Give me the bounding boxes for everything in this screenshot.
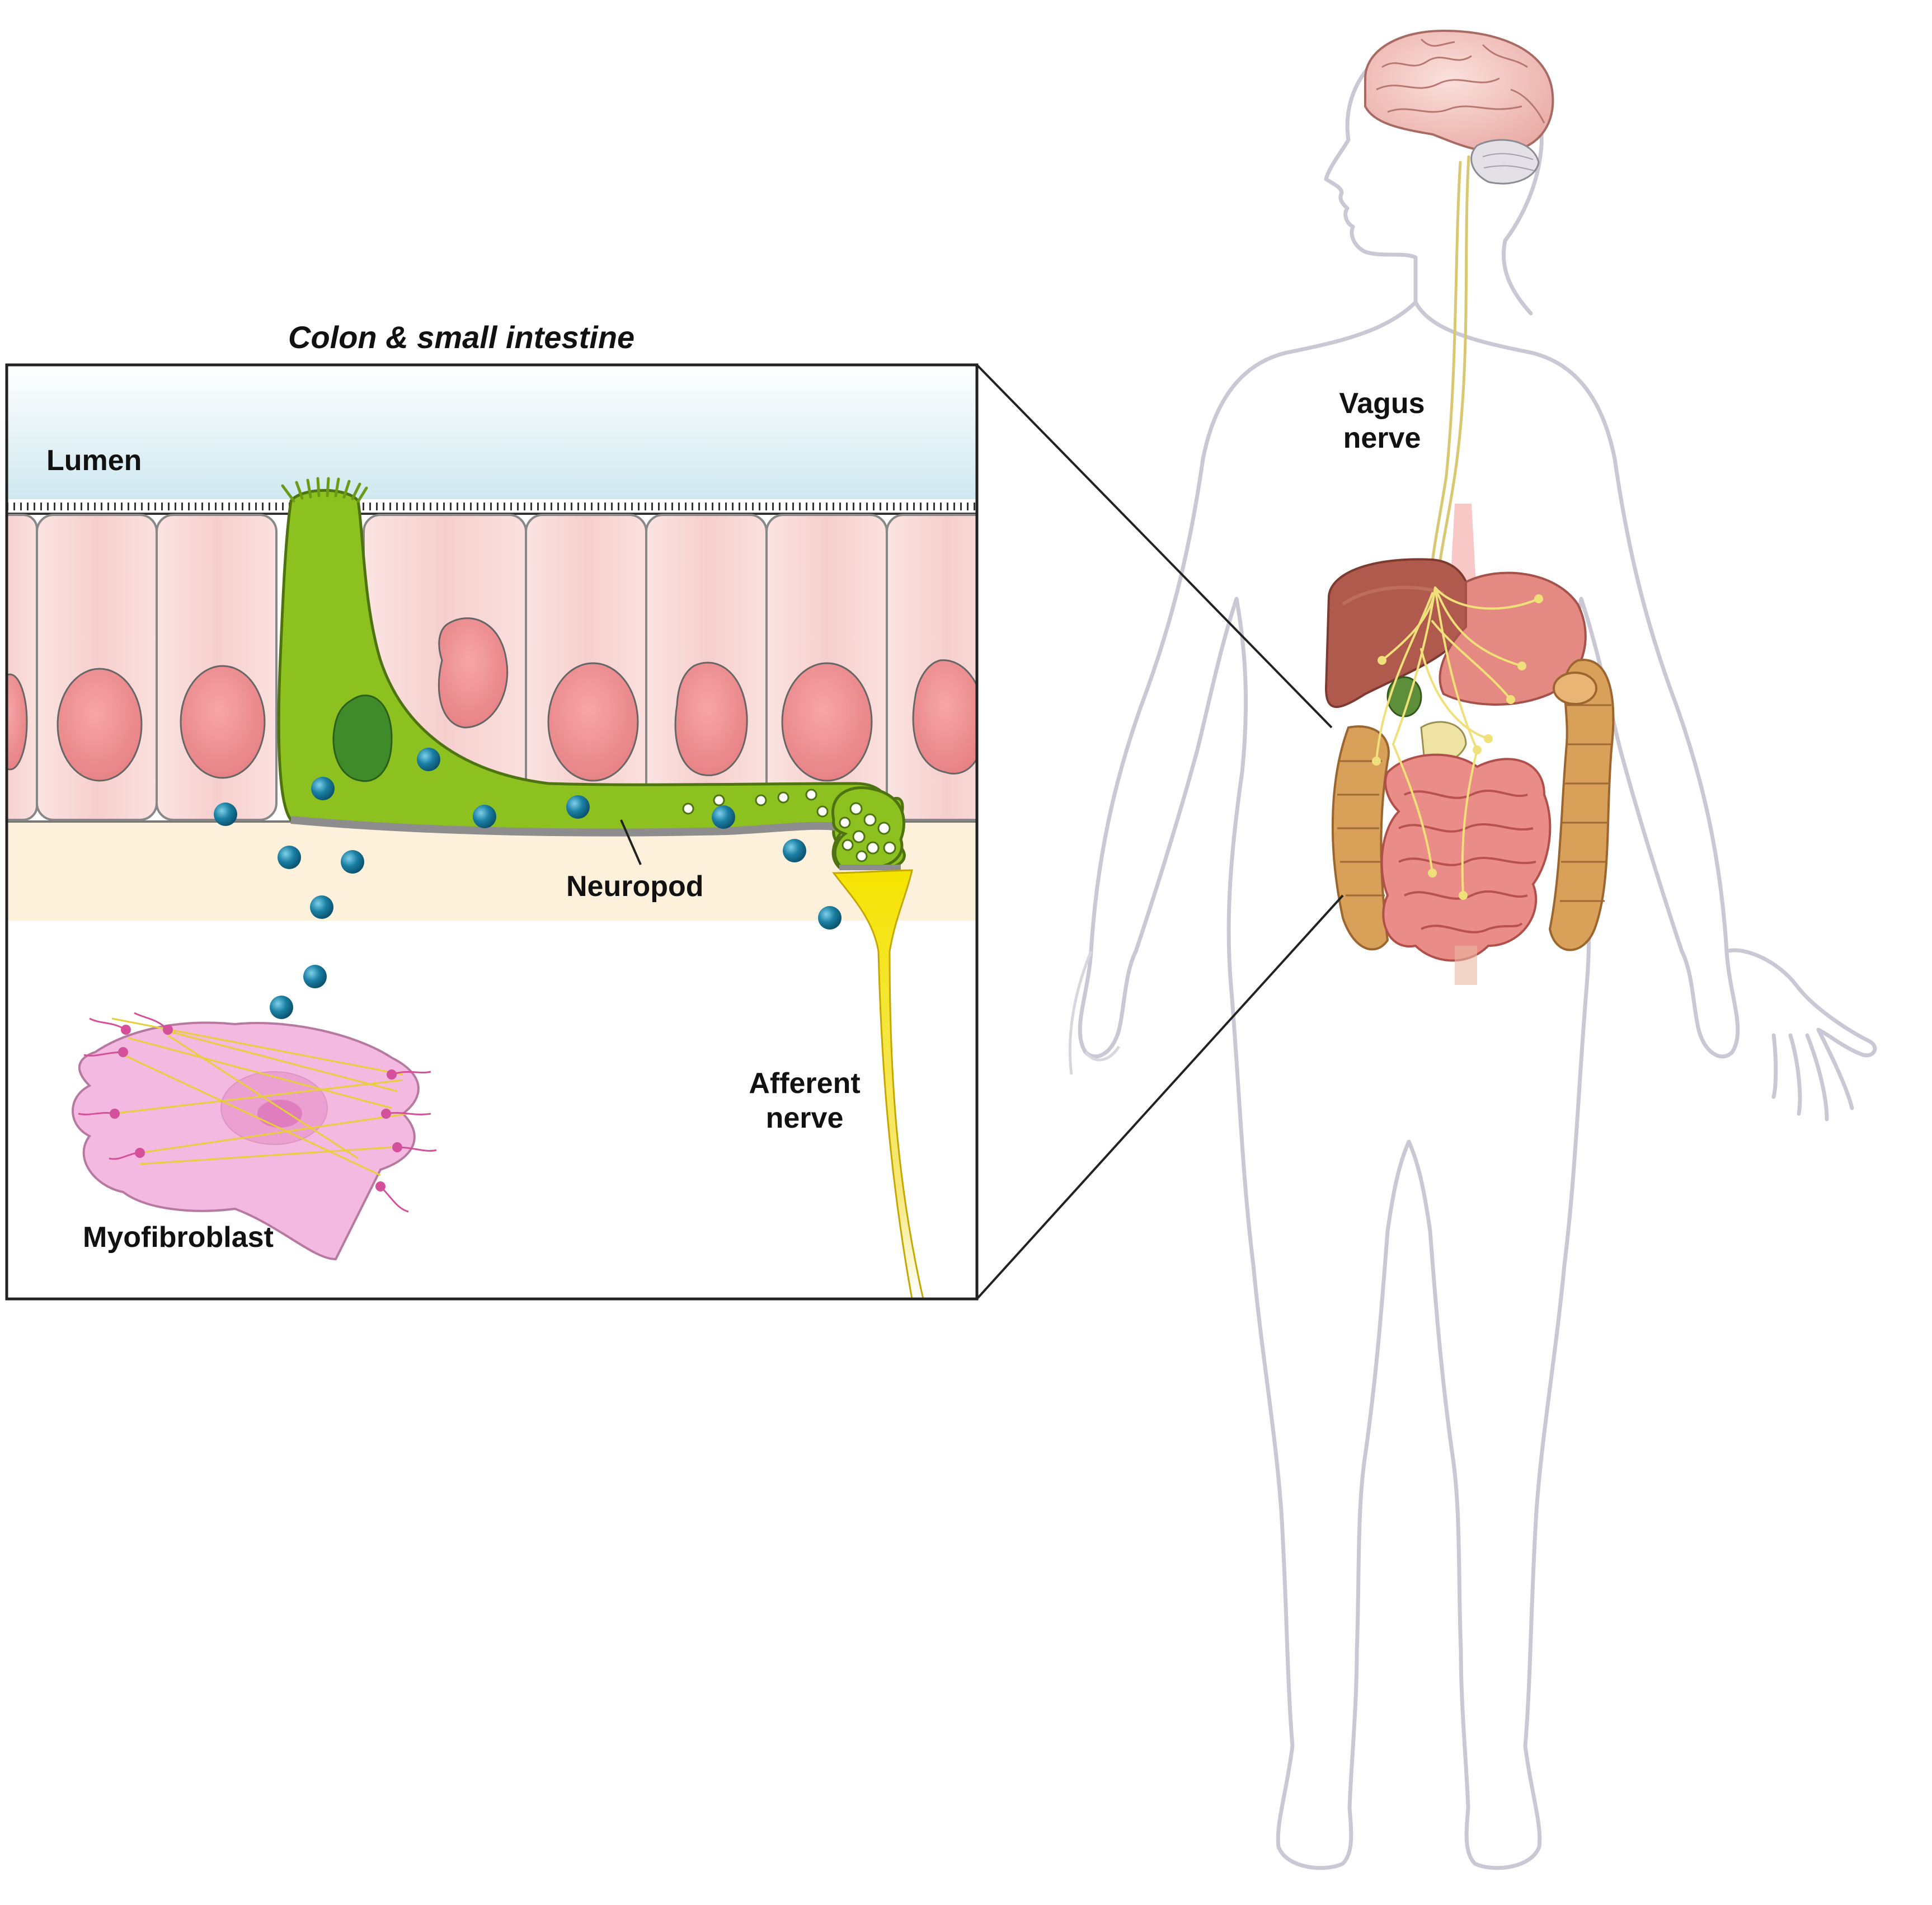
afferent-nerve-label: Afferent nerve: [737, 1066, 872, 1136]
afferent-nerve-label-line2: nerve: [765, 1102, 844, 1134]
vagus-nerve-label-line2: nerve: [1343, 422, 1421, 454]
zoom-connector-lines: [976, 364, 1344, 1300]
vagus-nerve-label: Vagus nerve: [1326, 386, 1438, 456]
lumen-region: [7, 365, 977, 499]
human-body-outline: [1078, 31, 1740, 1870]
cerebellum: [1470, 139, 1540, 185]
lumen-label: Lumen: [46, 444, 142, 477]
enterocyte-nuclei: [7, 617, 977, 782]
secretory-granules: [214, 748, 842, 1019]
left-hand-outline: [1068, 951, 1121, 1075]
submucosa-region: [7, 820, 977, 921]
vagus-nerve: [1430, 155, 1470, 589]
vagus-nerve-label-line1: Vagus: [1339, 387, 1425, 420]
afferent-nerve-label-line1: Afferent: [749, 1067, 861, 1100]
vagus-nerve-branches: [1375, 586, 1540, 897]
myofibroblast-label: Myofibroblast: [83, 1221, 274, 1254]
inset-cross-section: [7, 365, 977, 1299]
neuropod-pointer: [620, 819, 642, 865]
vagus-nerve-terminals: [1372, 594, 1543, 900]
neuropod-nucleus: [332, 695, 393, 782]
inset-frame: [5, 363, 979, 1301]
digestive-organs: [1324, 504, 1615, 985]
neuropod-cell: [277, 477, 906, 870]
myofibroblast-cell: [72, 1012, 437, 1261]
afferent-nerve: [831, 869, 924, 1299]
brain: [1364, 29, 1554, 185]
right-hand-outline: [1724, 948, 1877, 1122]
neuropod-label: Neuropod: [566, 870, 704, 903]
inset-title: Colon & small intestine: [288, 320, 635, 355]
neuropod-vesicles: [682, 789, 896, 862]
